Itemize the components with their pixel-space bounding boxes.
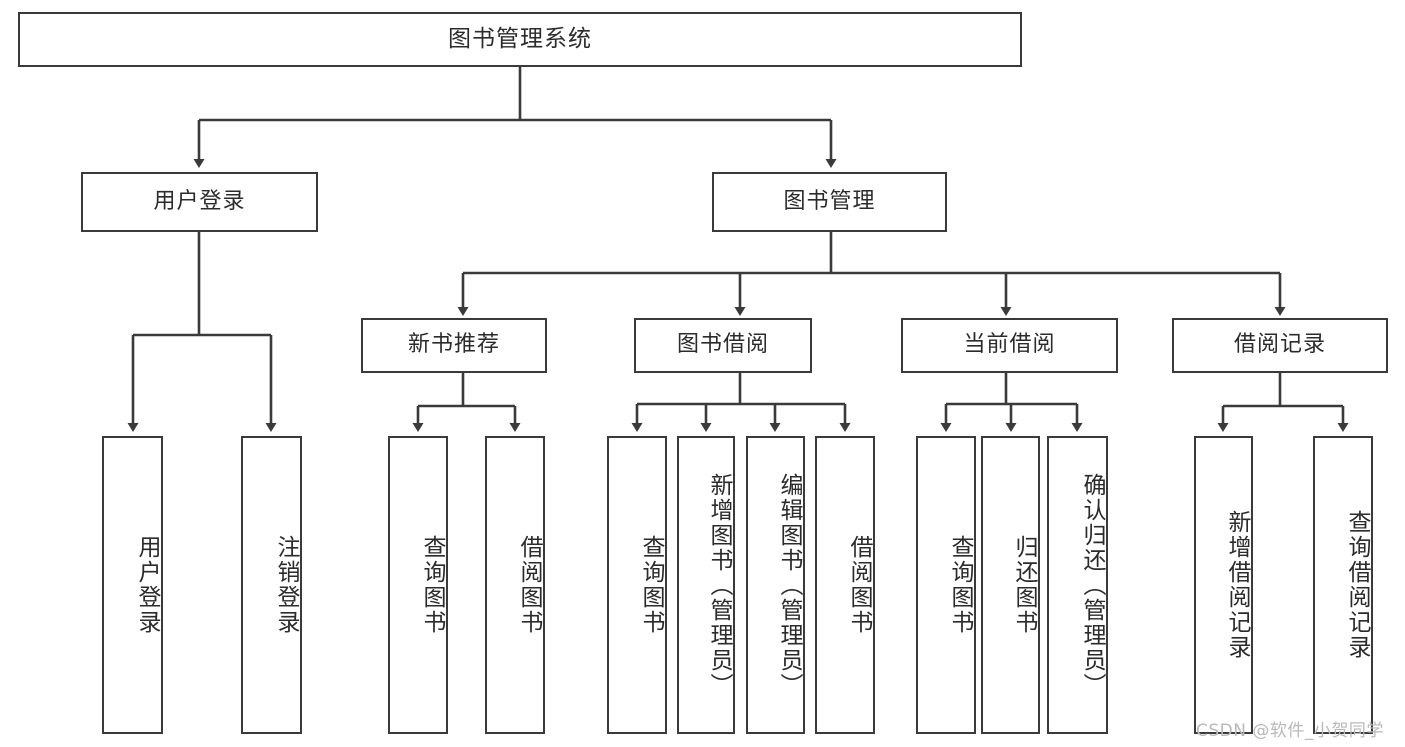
node-book-borrow-label: 图书借阅 [676, 332, 769, 358]
leaf-book-borrow-4-label: 借阅图书 [846, 535, 872, 635]
leaf-user-login-1[interactable]: 用户登录 [102, 436, 163, 734]
node-book-borrow[interactable]: 图书借阅 [634, 318, 812, 373]
leaf-user-login-2-label: 注销登录 [273, 535, 299, 635]
leaf-book-borrow-2-label: 新增图书（管理员） [706, 472, 732, 698]
leaf-book-borrow-4[interactable]: 借阅图书 [815, 436, 875, 734]
node-borrow-record-label: 借阅记录 [1233, 332, 1326, 358]
leaf-new-book-1[interactable]: 查询图书 [388, 436, 448, 734]
node-new-book-recommend[interactable]: 新书推荐 [361, 318, 547, 373]
leaf-user-login-1-label: 用户登录 [134, 535, 160, 635]
node-user-login[interactable]: 用户登录 [81, 172, 318, 232]
csdn-watermark: CSDN @软件_小贺同学 [1196, 721, 1384, 741]
node-book-manage[interactable]: 图书管理 [712, 172, 947, 232]
leaf-borrow-record-1[interactable]: 新增借阅记录 [1194, 436, 1253, 734]
leaf-new-book-2[interactable]: 借阅图书 [485, 436, 545, 734]
leaf-book-borrow-3-label: 编辑图书（管理员） [776, 472, 802, 698]
leaf-current-borrow-1[interactable]: 查询图书 [916, 436, 976, 734]
node-root-label: 图书管理系统 [448, 25, 592, 52]
leaf-borrow-record-2[interactable]: 查询借阅记录 [1313, 436, 1373, 734]
node-borrow-record[interactable]: 借阅记录 [1172, 318, 1388, 373]
node-current-borrow-label: 当前借阅 [963, 332, 1056, 358]
leaf-book-borrow-1[interactable]: 查询图书 [607, 436, 667, 734]
node-root[interactable]: 图书管理系统 [18, 12, 1022, 67]
leaf-user-login-2[interactable]: 注销登录 [241, 436, 302, 734]
leaf-current-borrow-3-label: 确认归还（管理员） [1079, 472, 1105, 698]
leaf-new-book-1-label: 查询图书 [419, 535, 445, 635]
leaf-borrow-record-1-label: 新增借阅记录 [1224, 510, 1250, 660]
node-book-manage-label: 图书管理 [783, 188, 876, 214]
leaf-current-borrow-3[interactable]: 确认归还（管理员） [1047, 436, 1108, 734]
leaf-book-borrow-2[interactable]: 新增图书（管理员） [677, 436, 735, 734]
leaf-borrow-record-2-label: 查询借阅记录 [1344, 510, 1370, 660]
leaf-current-borrow-1-label: 查询图书 [947, 535, 973, 635]
leaf-current-borrow-2-label: 归还图书 [1011, 535, 1037, 635]
leaf-current-borrow-2[interactable]: 归还图书 [981, 436, 1040, 734]
node-new-book-recommend-label: 新书推荐 [407, 332, 500, 358]
leaf-book-borrow-1-label: 查询图书 [638, 535, 664, 635]
node-current-borrow[interactable]: 当前借阅 [901, 318, 1118, 373]
leaf-new-book-2-label: 借阅图书 [516, 535, 542, 635]
node-user-login-label: 用户登录 [153, 188, 246, 214]
leaf-book-borrow-3[interactable]: 编辑图书（管理员） [746, 436, 805, 734]
